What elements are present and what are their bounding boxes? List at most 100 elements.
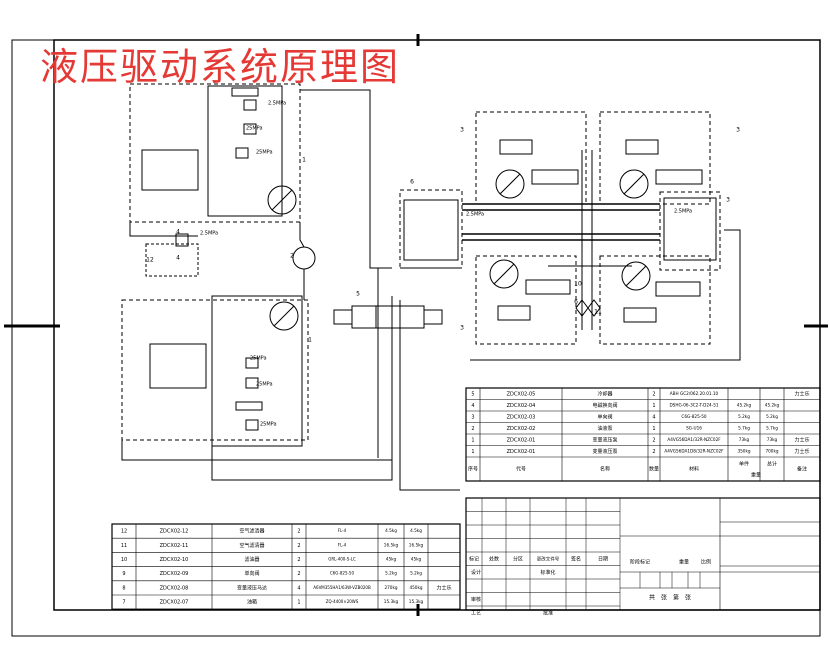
lower-row-name: 油箱 (247, 599, 257, 606)
control-valve-lower (149, 343, 207, 389)
upper-row-name: 变量液压泵 (592, 436, 617, 443)
lower-row-qty: 2 (297, 543, 300, 549)
header-spec: 材料 (689, 466, 699, 473)
header-weight: 重量 (751, 472, 761, 479)
lower-row-qty: 2 (297, 529, 300, 535)
upper-row-w1: 350kg (737, 448, 750, 453)
lower-row-code: ZDCX02-12 (160, 529, 189, 535)
lower-row-w2: 5.2kg (410, 571, 422, 576)
motor-unit-bottom-right (599, 255, 711, 345)
upper-row-spec: A4VG56DA1D8/32R-NZC02F (664, 448, 724, 453)
tb-weight: 重量 (679, 559, 689, 566)
lower-row-no: 9 (122, 571, 125, 577)
upper-row-w2: 45.2kg (765, 402, 780, 407)
motor-unit-top-right (599, 111, 711, 205)
upper-row-name: 油液泵 (597, 425, 612, 432)
lower-row-spec: FL-4 (338, 528, 347, 533)
lower-row-note: 力士乐 (436, 584, 451, 591)
component-number-n4b: 4 (176, 229, 180, 236)
header-name: 名称 (600, 466, 610, 473)
lower-row-code: ZDCX02-10 (160, 557, 189, 563)
tb-mark: 标记 (469, 556, 479, 563)
pump-arrow-upper (271, 189, 293, 211)
upper-row-qty: 2 (652, 449, 655, 455)
lower-row-qty: 1 (297, 600, 300, 606)
motor-unit-top-left (475, 111, 587, 205)
dir-valve-left (351, 305, 377, 329)
cylinder-top-left (531, 169, 579, 185)
component-number-n6a: 6 (410, 179, 414, 186)
component-number-n1b: 1 (308, 337, 312, 344)
upper-row-w2: 5.7kg (766, 425, 778, 430)
tb-count: 处数 (489, 556, 499, 563)
motor-top-right (619, 169, 649, 199)
upper-row-w2: 73kg (767, 437, 778, 442)
upper-row-spec: A4VG56DA1/32R-NZC02F (667, 437, 721, 442)
lower-row-name: 空气滤清器 (239, 528, 264, 535)
lower-row-qty: 4 (297, 585, 300, 591)
lower-row-name: 变量液压马达 (237, 584, 267, 591)
lower-row-no: 12 (121, 529, 127, 535)
lower-row-no: 11 (121, 543, 127, 549)
tb-date: 日期 (598, 557, 608, 563)
header-note: 备注 (797, 466, 807, 473)
pump-group-lower (121, 299, 309, 441)
lower-row-w1: 270kg (384, 585, 397, 590)
drawing-title: 液压驱动系统原理图 (40, 45, 401, 89)
component-number-n3b: 3 (736, 127, 740, 134)
tb-scale: 比例 (701, 559, 711, 566)
motor-bottom-right (621, 261, 651, 291)
circuit (121, 83, 741, 491)
valve-top-right (625, 139, 659, 155)
component-number-n2: 2 (290, 253, 294, 260)
lower-row-spec: GRL-400-S-LC (328, 557, 356, 562)
upper-row-name: 电磁换向阀 (592, 402, 617, 409)
tb-process: 工艺 (471, 611, 481, 617)
lower-row-qty: 2 (297, 557, 300, 563)
header-w1: 单件 (739, 461, 749, 468)
upper-row-no: 1 (471, 437, 474, 443)
manifold-6 (399, 189, 463, 269)
lower-row-name: 空气滤清器 (239, 542, 264, 549)
upper-row-w1: 45.2kg (737, 402, 752, 407)
lower-row-spec: A6VM355HA1/63W-VZB020B (313, 585, 371, 590)
motor-arrow-tr (623, 173, 645, 195)
pump-group-upper (129, 83, 301, 223)
upper-row-qty: 2 (652, 391, 655, 397)
upper-row-w1: 73kg (739, 437, 750, 442)
lower-row-w2: 45kg (411, 557, 422, 562)
component-number-n4a: 4 (176, 255, 180, 262)
component-number-n12: 12 (146, 257, 154, 264)
upper-row-spec: SG-U16 (686, 425, 702, 430)
upper-row-qty: 1 (652, 403, 655, 409)
component-number-n5: 5 (356, 291, 360, 298)
header-w2: 总计 (767, 461, 777, 468)
title-block: 标记处数分区更改文件号签名日期设计标准化审核工艺批准阶段标记重量比例共 张 第 … (465, 497, 821, 617)
valve-bottom-right (623, 307, 657, 323)
upper-row-code: ZDCX02-01 (507, 437, 536, 443)
filter-11 (587, 299, 601, 317)
valve-top-left (499, 139, 533, 155)
lower-row-code: ZDCX02-09 (160, 571, 189, 577)
dir-valve-right (399, 305, 425, 329)
tb-zone: 分区 (513, 556, 523, 563)
upper-row-w1: 5.7kg (738, 425, 750, 430)
upper-row-no: 5 (471, 391, 474, 397)
lower-row-w2: 16.5kg (409, 542, 424, 547)
pressure-label: 25MPa (256, 150, 273, 156)
lower-row-name: 滤油器 (244, 556, 259, 563)
pump-upper (267, 185, 297, 215)
upper-row-qty: 1 (652, 426, 655, 432)
pressure-label: 25MPa (260, 422, 277, 428)
upper-row-note: 力士乐 (794, 448, 809, 455)
motor-unit-bottom-left (475, 255, 577, 345)
relief-valve-4 (245, 357, 259, 369)
dir-valve-mid (375, 305, 401, 329)
upper-row-code: ZDCX02-02 (507, 426, 536, 432)
manifold-6b (659, 191, 721, 271)
lower-row-code: ZDCX02-07 (160, 600, 189, 606)
valve-block-lower (211, 295, 303, 447)
upper-row-code: ZDCX02-05 (507, 391, 536, 397)
